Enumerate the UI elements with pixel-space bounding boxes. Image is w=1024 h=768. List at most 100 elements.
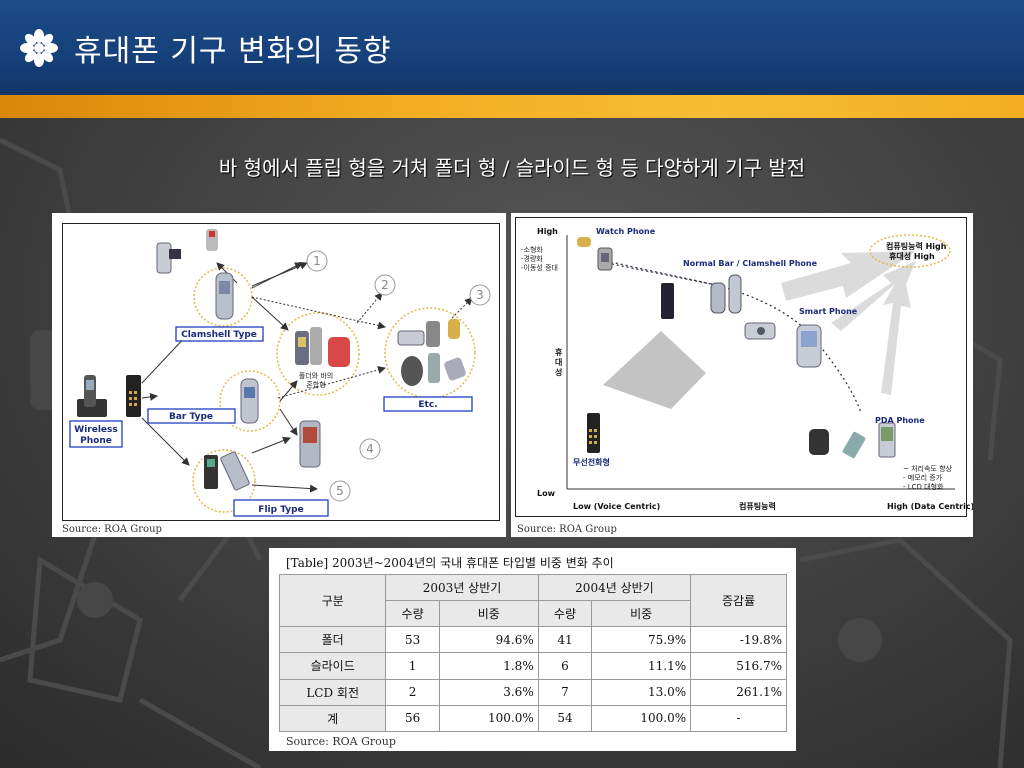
number-2-badge xyxy=(374,274,396,296)
watch-note-2: -경량화 xyxy=(521,254,543,263)
row-qty-2003: 2 xyxy=(385,678,440,706)
wireless-brick-phone-icon xyxy=(587,413,600,453)
watch-note-3: -이동성 증대 xyxy=(521,263,558,272)
flip-phone-icon xyxy=(204,451,250,491)
pda-note-2: - 메모리 증가 xyxy=(903,473,943,482)
type-share-table: 구분 2003년 상반기 2004년 상반기 증감률 수량 비중 수량 비중 폴… xyxy=(278,574,787,733)
y-high-label: High xyxy=(537,227,558,236)
wireless-phone-label-2: Phone xyxy=(80,436,112,446)
normal-bar-label: Normal Bar / Clamshell Phone xyxy=(683,259,818,268)
y-axis-label-2: 대 xyxy=(555,357,562,367)
row-type: 슬라이드 xyxy=(278,652,387,680)
number-1-label: 1 xyxy=(313,254,321,268)
x-low-label: Low (Voice Centric) xyxy=(573,502,660,511)
header-qty-2004: 수량 xyxy=(537,600,593,627)
row-qty-2004: 41 xyxy=(537,625,593,654)
pda-phone-icon xyxy=(809,422,896,459)
table-row: 계 56 100.0% 54 100.0% - xyxy=(278,704,787,733)
etc-phones-icon xyxy=(397,319,466,386)
goal-ellipse xyxy=(869,234,951,268)
number-4-label: 4 xyxy=(366,442,374,456)
bar-type-box xyxy=(147,408,236,424)
table-row: LCD 회전 2 3.6% 7 13.0% 261.1% xyxy=(278,678,787,706)
left-source: Source: ROA Group xyxy=(62,524,162,535)
color-lcd-phone-icon xyxy=(299,420,321,468)
wireless-phone-box xyxy=(69,420,123,448)
hybrid-label-1: 폴더와 바의 xyxy=(299,371,333,380)
y-axis-label-3: 성 xyxy=(555,367,562,377)
pda-note-1: ~ 처리속도 향상 xyxy=(903,464,953,473)
watch-note-1: -소형화 xyxy=(521,246,543,254)
number-4-badge xyxy=(359,438,381,460)
smart-phone-icon xyxy=(796,324,822,368)
table-title: [Table] 2003년~2004년의 국내 휴대폰 타입별 비중 변화 추이 xyxy=(286,556,614,570)
row-ratio-2003: 94.6% xyxy=(438,625,539,654)
smart-phone-label: Smart Phone xyxy=(799,307,858,316)
flip-type-label: Flip Type xyxy=(258,505,303,515)
clamshell-type-box xyxy=(175,326,264,342)
row-change: 516.7% xyxy=(690,652,787,680)
header-ratio-2003: 비중 xyxy=(438,600,539,627)
accent-stripe xyxy=(0,95,1024,118)
row-ratio-2004: 75.9% xyxy=(591,625,692,654)
header-2004: 2004년 상반기 xyxy=(537,574,692,601)
grey-arrow-1 xyxy=(781,251,916,301)
evolution-diagram-graphic: 1 2 3 4 5 xyxy=(69,229,491,517)
flip-circle xyxy=(192,449,256,513)
camera-phone-icon xyxy=(744,322,776,340)
goal-label-2: 휴대성 High xyxy=(889,251,935,261)
row-qty-2004: 7 xyxy=(537,678,593,706)
row-type: LCD 회전 xyxy=(278,678,387,706)
number-3-label: 3 xyxy=(476,288,484,302)
diagram-frame xyxy=(62,223,500,521)
clamshell-type-label: Clamshell Type xyxy=(181,330,257,340)
grey-arrow-4 xyxy=(603,331,706,409)
row-ratio-2004: 13.0% xyxy=(591,678,692,706)
y-axis-label-1: 휴 xyxy=(555,347,563,357)
header-2003: 2003년 상반기 xyxy=(385,574,539,601)
bar-type-label: Bar Type xyxy=(169,412,213,422)
etc-circle xyxy=(384,307,476,399)
number-5-label: 5 xyxy=(336,484,344,498)
watch-phone-icon xyxy=(577,237,613,271)
watch-phone-label: Watch Phone xyxy=(596,227,656,236)
etc-label: Etc. xyxy=(418,400,437,410)
goal-label-1: 컴퓨팅능력 High xyxy=(886,241,947,251)
row-change: -19.8% xyxy=(690,625,787,654)
wireless-label: 무선전화형 xyxy=(573,457,610,467)
title-bar: 휴대폰 기구 변화의 동향 xyxy=(0,0,1024,95)
y-low-label: Low xyxy=(537,489,556,498)
row-ratio-2003: 3.6% xyxy=(438,678,539,706)
grey-arrow-3 xyxy=(881,269,911,395)
row-ratio-2003: 100.0% xyxy=(438,704,539,733)
flip-type-box xyxy=(233,499,329,517)
header-ratio-2004: 비중 xyxy=(591,600,692,627)
wireless-phone-label-1: Wireless xyxy=(74,425,117,435)
type-share-table-panel: [Table] 2003년~2004년의 국내 휴대폰 타입별 비중 변화 추이… xyxy=(269,548,796,751)
row-qty-2004: 54 xyxy=(537,704,593,733)
header-type: 구분 xyxy=(278,574,387,627)
hybrid-circle xyxy=(276,312,360,396)
table-source: Source: ROA Group xyxy=(286,735,396,748)
number-1-badge xyxy=(306,250,328,272)
table-row: 슬라이드 1 1.8% 6 11.1% 516.7% xyxy=(278,652,787,680)
header-change: 증감률 xyxy=(690,574,787,627)
wireless-phone-icon xyxy=(77,375,107,417)
x-high-label: High (Data Centric) xyxy=(887,502,973,511)
pda-note-3: - LCD 대형화 xyxy=(903,483,944,491)
bar-brick-phone-icon xyxy=(126,375,141,417)
row-qty-2003: 53 xyxy=(385,625,440,654)
row-qty-2004: 6 xyxy=(537,652,593,680)
hybrid-label-2: 혼합형 xyxy=(306,380,325,389)
row-ratio-2003: 1.8% xyxy=(438,652,539,680)
row-type: 계 xyxy=(278,704,387,733)
row-change: - xyxy=(690,704,787,733)
hybrid-phones-icon xyxy=(295,327,350,367)
slide-subtitle: 바 형에서 플립 형을 거쳐 폴더 형 / 슬라이드 형 등 다양하게 기구 발… xyxy=(218,156,806,180)
phone-type-evolution-diagram: 1 2 3 4 5 xyxy=(52,213,506,537)
diagram-frame xyxy=(515,217,967,517)
slide-title: 휴대폰 기구 변화의 동향 xyxy=(74,34,392,69)
portability-diagram-graphic: High Low Watch Phone Normal Bar / Clamsh… xyxy=(521,227,973,511)
grey-arrow-2 xyxy=(831,261,916,331)
etc-box xyxy=(383,396,473,412)
